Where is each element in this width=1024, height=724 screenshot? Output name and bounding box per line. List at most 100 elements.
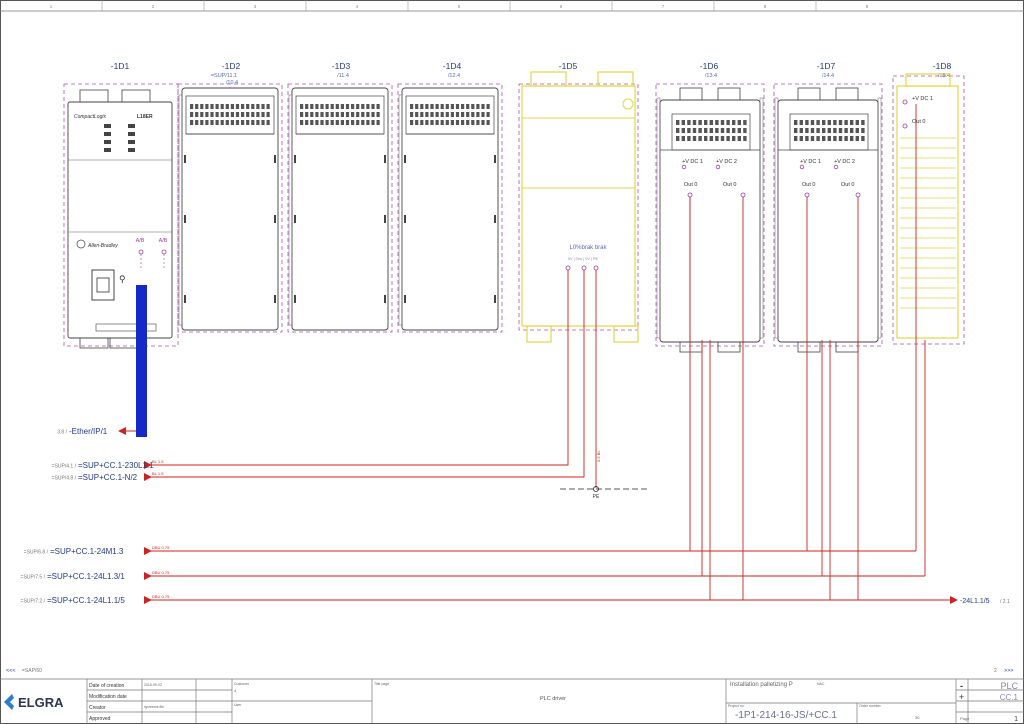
date-creation-label: Date of creation [89, 683, 125, 689]
title-label: Title page [374, 682, 389, 686]
wire-spec-label: BL 1.5 [152, 471, 164, 476]
module-1d8-vdc1-terminal[interactable] [902, 99, 908, 105]
plc-brand-model: L18ER [137, 114, 153, 120]
allen-bradley-logo-icon [76, 239, 86, 249]
usb-port-icon [91, 269, 115, 301]
sign-plus: + [959, 692, 964, 702]
order-label: Order number [859, 704, 882, 708]
module-label-1d6: -1D6 [700, 61, 719, 71]
ethernet-cable[interactable] [136, 285, 147, 437]
output-ref-name: -24L1.1/5 [960, 598, 990, 605]
module-label-1d7: -1D7 [817, 61, 836, 71]
customer-label: Customer [234, 682, 250, 686]
pe-label: PE [593, 494, 600, 500]
module-1d5-indicator-icon [622, 98, 634, 110]
module-1d8-out0-terminal[interactable] [902, 123, 908, 129]
page-value: 1 [1014, 716, 1018, 723]
plc-terminal-strip [95, 323, 157, 332]
logo-text: ELGRA [18, 695, 64, 710]
connection-3[interactable]: =SUP/4.8 /=SUP+CC.1-N/2 BL 1.5 [52, 471, 165, 482]
module-1d8-body [896, 85, 959, 339]
customer-value: 4 [234, 688, 237, 693]
wire-230l1[interactable] [150, 270, 569, 466]
connection-1[interactable]: 3.8 /-Ether/IP/1 [57, 427, 108, 436]
ruler-number-9: 9 [866, 4, 869, 9]
ethernet-arrow-icon [118, 427, 126, 435]
module-1d6-vdc-terminal-2[interactable] [715, 164, 721, 170]
module-1d5-label: L0%brak brak [569, 245, 607, 251]
wire-24l13[interactable] [150, 340, 703, 577]
connection-ref: =SUP/6.8 / [24, 550, 49, 556]
module-1d2-selection [177, 83, 283, 333]
connection-ref: =SUP/4.8 / [52, 476, 77, 482]
nav-prev-button[interactable]: <<< [6, 668, 16, 674]
module-1d5[interactable]: L0%brak brak 0V | 0Vo | 0V | PE [518, 71, 639, 343]
module-ref-1d7: /14.4 [822, 73, 834, 79]
connection-ref: =SUP/7.2 / [21, 599, 46, 605]
module-ref-1d2: =SUP/11.1 [211, 73, 237, 79]
module-1d5-selection [518, 83, 639, 331]
module-1d3-selection [287, 83, 393, 333]
module-ref-1d4: /12.4 [448, 73, 460, 79]
creator-value: rgrzeemk file [144, 705, 164, 709]
module-1d2[interactable] [177, 83, 283, 333]
sign-minus: - [960, 681, 963, 691]
wiring [150, 104, 955, 601]
plc-controller-1d1[interactable]: CompactLogix L18ER Allen-Bradley A/B A/B… [63, 83, 179, 349]
wire-n2[interactable] [150, 270, 585, 478]
project-value: -1P1-214-16-JS/+CC.1 [735, 710, 837, 721]
ruler-number-2: 2 [152, 4, 155, 9]
ruler-number-5: 5 [458, 4, 461, 9]
connection-2[interactable]: =SUP/4.1 /=SUP+CC.1-230L1.1BL 1.5 [52, 459, 165, 470]
nav-next-button[interactable]: >>> [1004, 668, 1014, 674]
install-label: Installation palletizing P [730, 682, 793, 688]
plc-maker: Allen-Bradley [87, 243, 118, 249]
plc-top-tab-right [121, 89, 151, 103]
module-1d5-terminal-3[interactable] [593, 265, 599, 271]
module-1d7-vdc-terminal-2[interactable] [833, 164, 839, 170]
module-1d7-vdc-terminal-1[interactable] [799, 164, 805, 170]
module-1d6-out0-label-a: Out 0 [684, 182, 697, 188]
approved-label: Approved [89, 716, 111, 722]
creator-label: Creator [89, 705, 106, 711]
plc-brand-top: CompactLogix [74, 114, 106, 120]
install-ref: NAC [817, 682, 825, 686]
module-1d3[interactable] [287, 83, 393, 333]
module-1d5-body [521, 85, 636, 327]
module-1d7-out0-label-b: Out 0 [841, 182, 854, 188]
user-label: User [234, 703, 242, 707]
module-1d7-selection [773, 83, 883, 347]
connection-name: =SUP+CC.1-N/2 [78, 473, 138, 482]
module-1d8[interactable]: +V DC 1 Out 0 [892, 73, 965, 345]
elgra-logo-icon [4, 694, 14, 710]
plc-top-tab-left [79, 89, 109, 103]
nav-prev-ref: =SAP/60 [22, 668, 42, 674]
ruler-number-6: 6 [560, 4, 563, 9]
module-1d5-terminal-1[interactable] [565, 265, 571, 271]
usb-symbol-icon: ⚲ [119, 274, 126, 284]
ruler-number-8: 8 [764, 4, 767, 9]
module-1d6-vdc1-label: +V DC 1 [682, 159, 703, 165]
d5-wire-label: 0.5 BL [596, 450, 601, 462]
connection-ref: =SUP/7.5 / [21, 575, 46, 581]
project-label: Project no. [728, 704, 745, 708]
plc-bottom-tab-right [109, 337, 139, 349]
module-ref2-1d2: /10.4 [226, 80, 238, 86]
module-1d6-vdc-terminal-1[interactable] [681, 164, 687, 170]
module-1d7-vdc2-label: +V DC 2 [834, 159, 855, 165]
plc-bottom-tab-left [79, 337, 109, 349]
module-1d5-terminal-2[interactable] [581, 265, 587, 271]
plc-label: PLC [1000, 681, 1018, 691]
module-1d4[interactable] [397, 83, 503, 333]
connection-name: =SUP+CC.1-24L1.1/5 [47, 596, 125, 605]
module-ref-1d3: /11.4 [337, 73, 349, 79]
module-1d6-out0-label-b: Out 0 [723, 182, 736, 188]
connection-name: =SUP+CC.1-24M1.3 [50, 547, 124, 556]
plc-port-b-label: A/B [159, 238, 168, 244]
